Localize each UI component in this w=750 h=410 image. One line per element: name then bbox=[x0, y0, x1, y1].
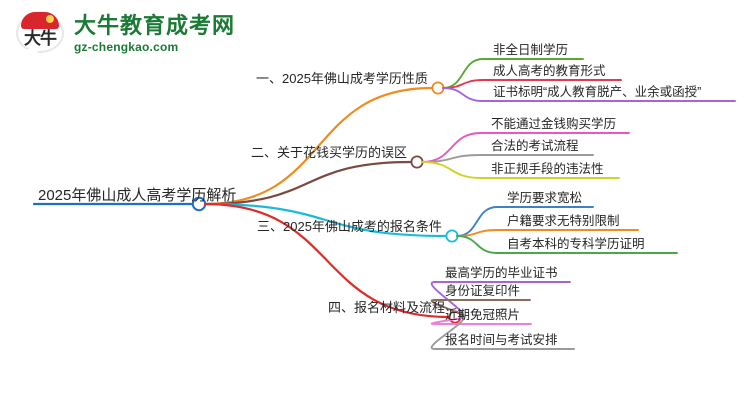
logo-mark-icon: 大牛 bbox=[14, 11, 68, 58]
leaf-label-2-2[interactable]: 合法的考试流程 bbox=[491, 139, 579, 153]
root-node-label[interactable]: 2025年佛山成人高考学历解析 bbox=[38, 187, 237, 204]
leaf-label-1-2[interactable]: 成人高考的教育形式 bbox=[493, 64, 606, 78]
logo-subtitle: gz-chengkao.com bbox=[74, 39, 179, 54]
leaf-label-4-3[interactable]: 近期免冠照片 bbox=[445, 308, 521, 322]
branch-label-2[interactable]: 二、关于花钱买学历的误区 bbox=[251, 145, 408, 160]
branch-label-1[interactable]: 一、2025年佛山成考学历性质 bbox=[256, 71, 428, 86]
leaf-label-4-1[interactable]: 最高学历的毕业证书 bbox=[445, 266, 558, 280]
leaf-label-4-4[interactable]: 报名时间与考试安排 bbox=[445, 333, 558, 347]
leaf-label-1-3[interactable]: 证书标明“成人教育脱产、业余或函授” bbox=[493, 85, 702, 99]
branch-label-4[interactable]: 四、报名材料及流程 bbox=[328, 300, 446, 315]
leaf-label-2-3[interactable]: 非正规手段的违法性 bbox=[491, 162, 604, 176]
branch-label-3[interactable]: 三、2025年佛山成考的报名条件 bbox=[257, 219, 442, 234]
leaf-label-3-1[interactable]: 学历要求宽松 bbox=[507, 191, 583, 205]
leaf-label-4-2[interactable]: 身份证复印件 bbox=[445, 284, 521, 298]
logo-mark-text: 大牛 bbox=[24, 29, 57, 48]
leaf-label-3-2[interactable]: 户籍要求无特别限制 bbox=[507, 214, 620, 228]
leaf-label-2-1[interactable]: 不能通过金钱购买学历 bbox=[491, 117, 617, 131]
leaf-label-1-1[interactable]: 非全日制学历 bbox=[493, 43, 569, 57]
site-logo[interactable]: 大牛 大牛教育成考网 gz-chengkao.com bbox=[14, 10, 235, 58]
logo-title: 大牛教育成考网 bbox=[74, 12, 236, 38]
leaf-label-3-3[interactable]: 自考本科的专科学历证明 bbox=[507, 237, 645, 251]
